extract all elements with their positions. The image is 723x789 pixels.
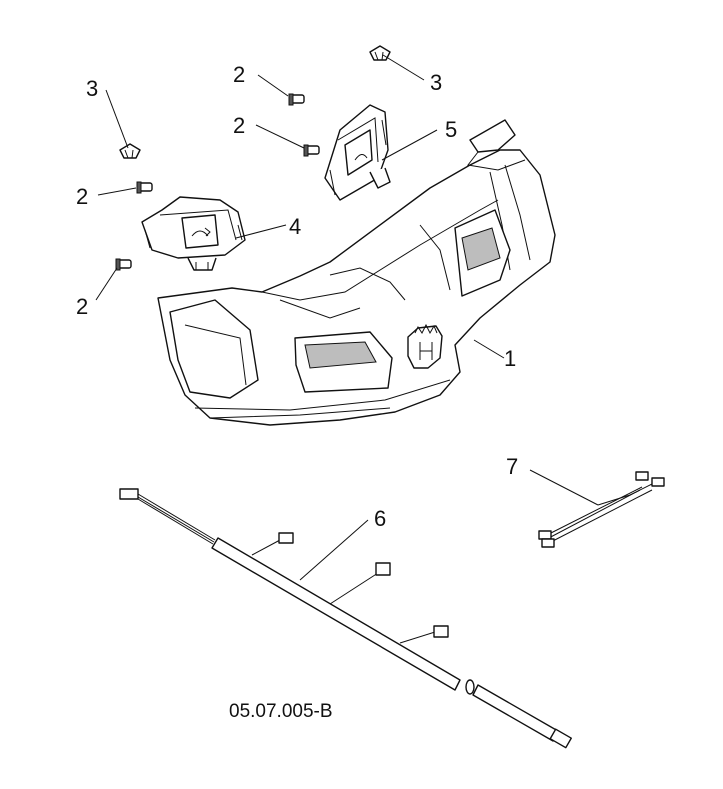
lamp-bracket-part-4 bbox=[141, 196, 246, 271]
hood-panel-part-1 bbox=[157, 119, 556, 426]
callout-5: 5 bbox=[445, 117, 457, 142]
screw-part-2d bbox=[115, 258, 132, 271]
drawing-code: 05.07.005-B bbox=[229, 701, 333, 722]
callout-4: 4 bbox=[289, 214, 301, 239]
callout-labels: 1 2 2 2 2 3 3 4 5 6 7 bbox=[76, 62, 518, 531]
wire-harness-part-7 bbox=[538, 471, 665, 548]
callout-6: 6 bbox=[374, 506, 386, 531]
callout-3a: 3 bbox=[86, 76, 98, 101]
callout-3b: 3 bbox=[430, 70, 442, 95]
callout-2a: 2 bbox=[233, 62, 245, 87]
leader-lines bbox=[95, 54, 599, 581]
callout-2c: 2 bbox=[76, 184, 88, 209]
screw-part-2c bbox=[136, 181, 153, 194]
callout-7: 7 bbox=[506, 454, 518, 479]
callout-2d: 2 bbox=[76, 294, 88, 319]
brand-logo-crown-h bbox=[407, 323, 443, 369]
clip-part-3a bbox=[119, 143, 141, 159]
wire-harness-part-6 bbox=[119, 488, 572, 749]
screw-part-2a bbox=[288, 93, 305, 106]
callout-2b: 2 bbox=[233, 113, 245, 138]
callout-1: 1 bbox=[504, 346, 516, 371]
lamp-bracket-part-5 bbox=[324, 104, 391, 201]
screw-part-2b bbox=[303, 144, 320, 157]
